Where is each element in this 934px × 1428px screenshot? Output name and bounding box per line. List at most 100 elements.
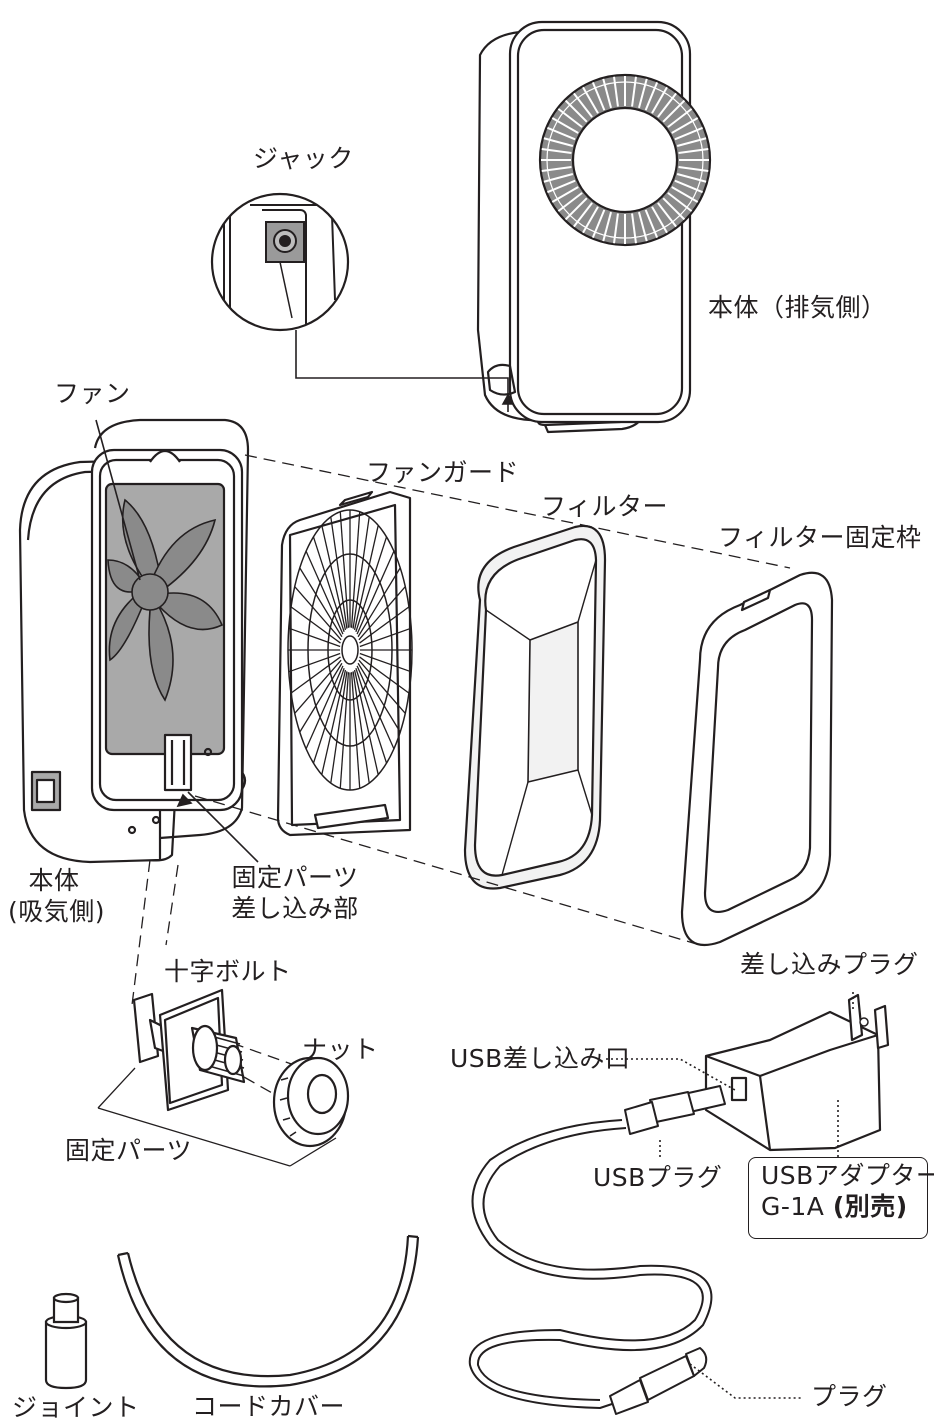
grille-spoke xyxy=(321,525,347,631)
grille-spoke xyxy=(551,186,579,203)
usb-adapter-sold-separately: (別売) xyxy=(832,1191,908,1221)
grille-spoke xyxy=(290,606,341,644)
grille-spoke xyxy=(339,512,350,628)
exhaust-grille-spokes xyxy=(541,76,709,244)
grille-spoke xyxy=(359,652,412,673)
body-exhaust-label: 本体（排気側） xyxy=(708,293,887,322)
grille-spoke xyxy=(657,92,677,118)
grille-spoke xyxy=(330,671,348,783)
grille-spoke xyxy=(352,671,370,783)
grille-spoke xyxy=(638,211,648,242)
plug-prongs-label: 差し込みプラグ xyxy=(740,950,919,979)
grille-spoke xyxy=(573,202,593,228)
usb-adapter-label-box: USBアダプター G-1A (別売) xyxy=(748,1157,934,1239)
grille-spoke xyxy=(355,536,388,632)
grille-spoke xyxy=(358,586,406,641)
grille-spoke xyxy=(288,652,341,673)
fan-blades xyxy=(107,498,224,702)
grille-spoke xyxy=(358,659,406,714)
usb-adapter-model: G-1A xyxy=(761,1191,825,1221)
grille-spoke xyxy=(638,78,648,109)
cross-bolt-label: 十字ボルト xyxy=(164,957,292,986)
usb-cable-illustration xyxy=(468,1085,726,1415)
grille-spoke xyxy=(312,536,345,632)
body-intake-label-line2: (吸気側) xyxy=(8,896,106,926)
usb-adapter-illustration xyxy=(704,993,890,1152)
grille-spoke xyxy=(299,567,343,638)
insert-part-label: 固定パーツ 差し込み部 xyxy=(220,863,370,924)
grille-spoke xyxy=(290,656,341,694)
grille-spoke xyxy=(644,209,659,238)
grille-spoke xyxy=(557,108,583,128)
grille-spoke xyxy=(582,206,599,234)
grille-spoke xyxy=(564,99,588,123)
grille-spoke xyxy=(294,659,342,714)
jack-leader-line xyxy=(295,330,515,412)
grille-spoke xyxy=(674,126,703,141)
jack-zoom-illustration xyxy=(210,192,350,332)
grille-spoke xyxy=(676,137,707,147)
grille-spoke xyxy=(547,126,576,141)
usb-plug-label: USBプラグ xyxy=(593,1163,723,1192)
grille-spoke xyxy=(678,148,709,154)
grille-spoke xyxy=(359,606,410,644)
grille-spoke xyxy=(564,197,588,221)
insert-part-label-line2: 差し込み部 xyxy=(231,893,359,923)
grille-spoke xyxy=(591,209,606,238)
grille-spoke xyxy=(602,211,612,242)
grille-spoke xyxy=(350,512,361,628)
insert-part-label-line1: 固定パーツ xyxy=(231,863,359,892)
grille-spoke xyxy=(543,173,574,183)
grille-spoke xyxy=(305,551,344,635)
grille-spoke xyxy=(651,206,668,234)
cord-cover-label: コードカバー xyxy=(192,1392,346,1421)
grille-spoke xyxy=(353,669,379,775)
body-intake-label-line1: 本体 xyxy=(28,866,80,895)
filter-label: フィルター xyxy=(541,492,669,521)
grille-spoke xyxy=(671,186,699,203)
fan-guard-label: ファンガード xyxy=(366,458,520,487)
grille-spoke xyxy=(321,669,347,775)
grille-spoke xyxy=(631,76,637,107)
jack-label: ジャック xyxy=(253,144,354,173)
usb-adapter-label: USBアダプター xyxy=(761,1161,934,1190)
grille-spoke xyxy=(591,82,606,111)
grille-spoke xyxy=(359,627,412,648)
grille-spoke xyxy=(551,117,579,134)
grille-spoke xyxy=(667,108,693,128)
leader-lines xyxy=(95,419,854,1399)
grille-spoke xyxy=(352,517,370,629)
fixing-parts-label: 固定パーツ xyxy=(65,1136,193,1165)
grille-spoke xyxy=(676,173,707,183)
grille-spoke xyxy=(541,148,572,154)
filter-frame-illustration xyxy=(680,571,834,947)
grille-spoke xyxy=(631,213,637,244)
filter-illustration xyxy=(463,524,607,890)
grille-spoke xyxy=(557,192,583,212)
grille-spoke xyxy=(312,668,345,764)
grille-spoke xyxy=(602,78,612,109)
grille-spoke xyxy=(651,86,668,114)
grille-spoke xyxy=(359,656,410,694)
body-intake-illustration xyxy=(18,418,250,864)
joint-label: ジョイント xyxy=(12,1393,140,1422)
filter-frame-label: フィルター固定枠 xyxy=(718,523,922,552)
nut-label: ナット xyxy=(302,1035,379,1064)
grille-spoke xyxy=(356,665,395,749)
body-intake-label: 本体 (吸気側) xyxy=(8,866,106,927)
grille-spoke xyxy=(613,76,619,107)
grille-spoke xyxy=(288,627,341,648)
grille-spoke xyxy=(357,662,401,733)
grille-spoke xyxy=(547,179,576,194)
grille-spoke xyxy=(294,586,342,641)
grille-spoke xyxy=(678,166,709,172)
grille-spoke xyxy=(671,117,699,134)
grille-spoke xyxy=(339,672,350,788)
grille-spoke xyxy=(355,668,388,764)
grille-spoke xyxy=(662,197,686,221)
grille-spoke xyxy=(299,662,343,733)
grille-spoke xyxy=(543,137,574,147)
grille-spoke xyxy=(541,166,572,172)
grille-spoke xyxy=(674,179,703,194)
